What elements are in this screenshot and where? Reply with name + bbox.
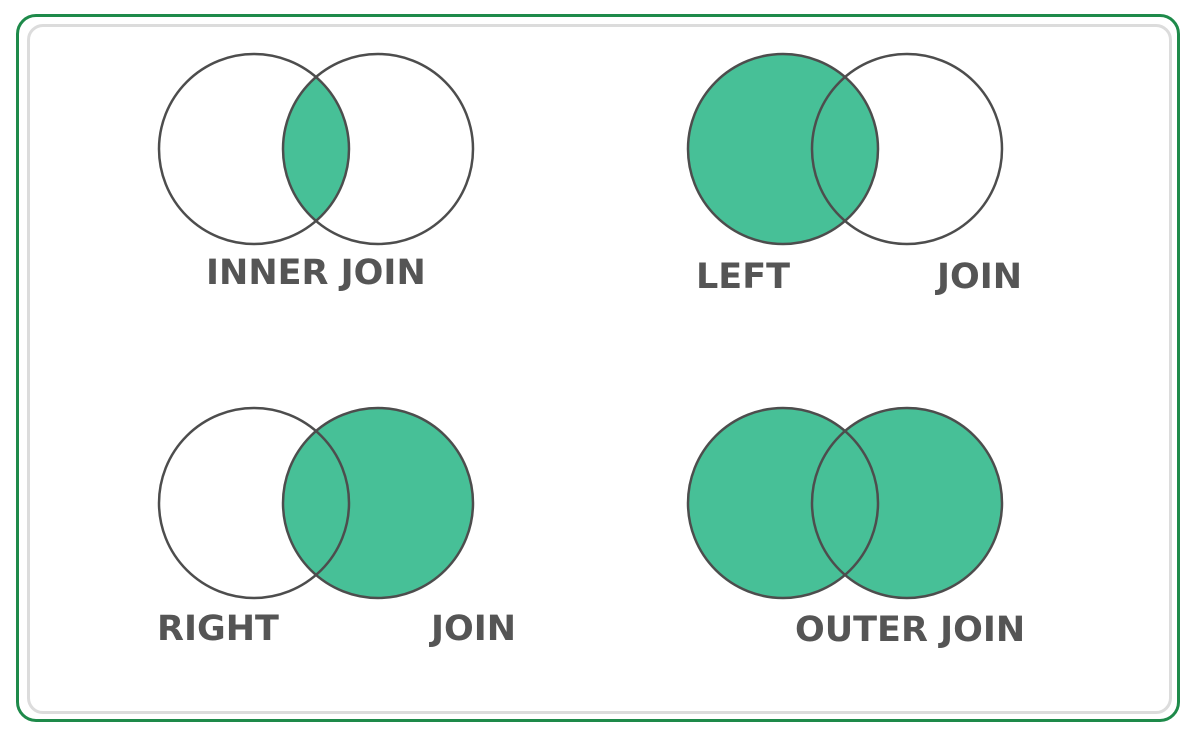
inner-join-intersection-fill [283,54,349,244]
right-join-right-circle [281,406,475,600]
outer-join-right-circle-fill [812,408,1002,598]
diagram-frame [16,14,1180,722]
inner-join-right-circle [281,52,475,246]
right-join-venn [157,406,475,600]
right-join-label-right: RIGHT [157,609,279,649]
left-join-left-circle [686,52,880,246]
left-join-right-circle [810,52,1004,246]
inner-join-venn [157,52,475,246]
left-join-label-left: LEFT [696,257,790,297]
right-join-left-circle [157,406,351,600]
diagram-frame-inner-border [27,24,1172,714]
left-join-label-join: JOIN [937,257,1023,297]
right-join-right-circle-fill [283,408,473,598]
inner-join-label: INNER JOIN [206,253,426,293]
outer-join-right-circle [810,406,1004,600]
outer-join-label: OUTER JOIN [795,610,1026,650]
left-join-left-circle-fill [688,54,878,244]
right-join-label-join: JOIN [431,609,517,649]
outer-join-venn [686,406,1004,600]
inner-join-left-circle [157,52,351,246]
outer-join-left-circle [686,406,880,600]
left-join-venn [686,52,1004,246]
